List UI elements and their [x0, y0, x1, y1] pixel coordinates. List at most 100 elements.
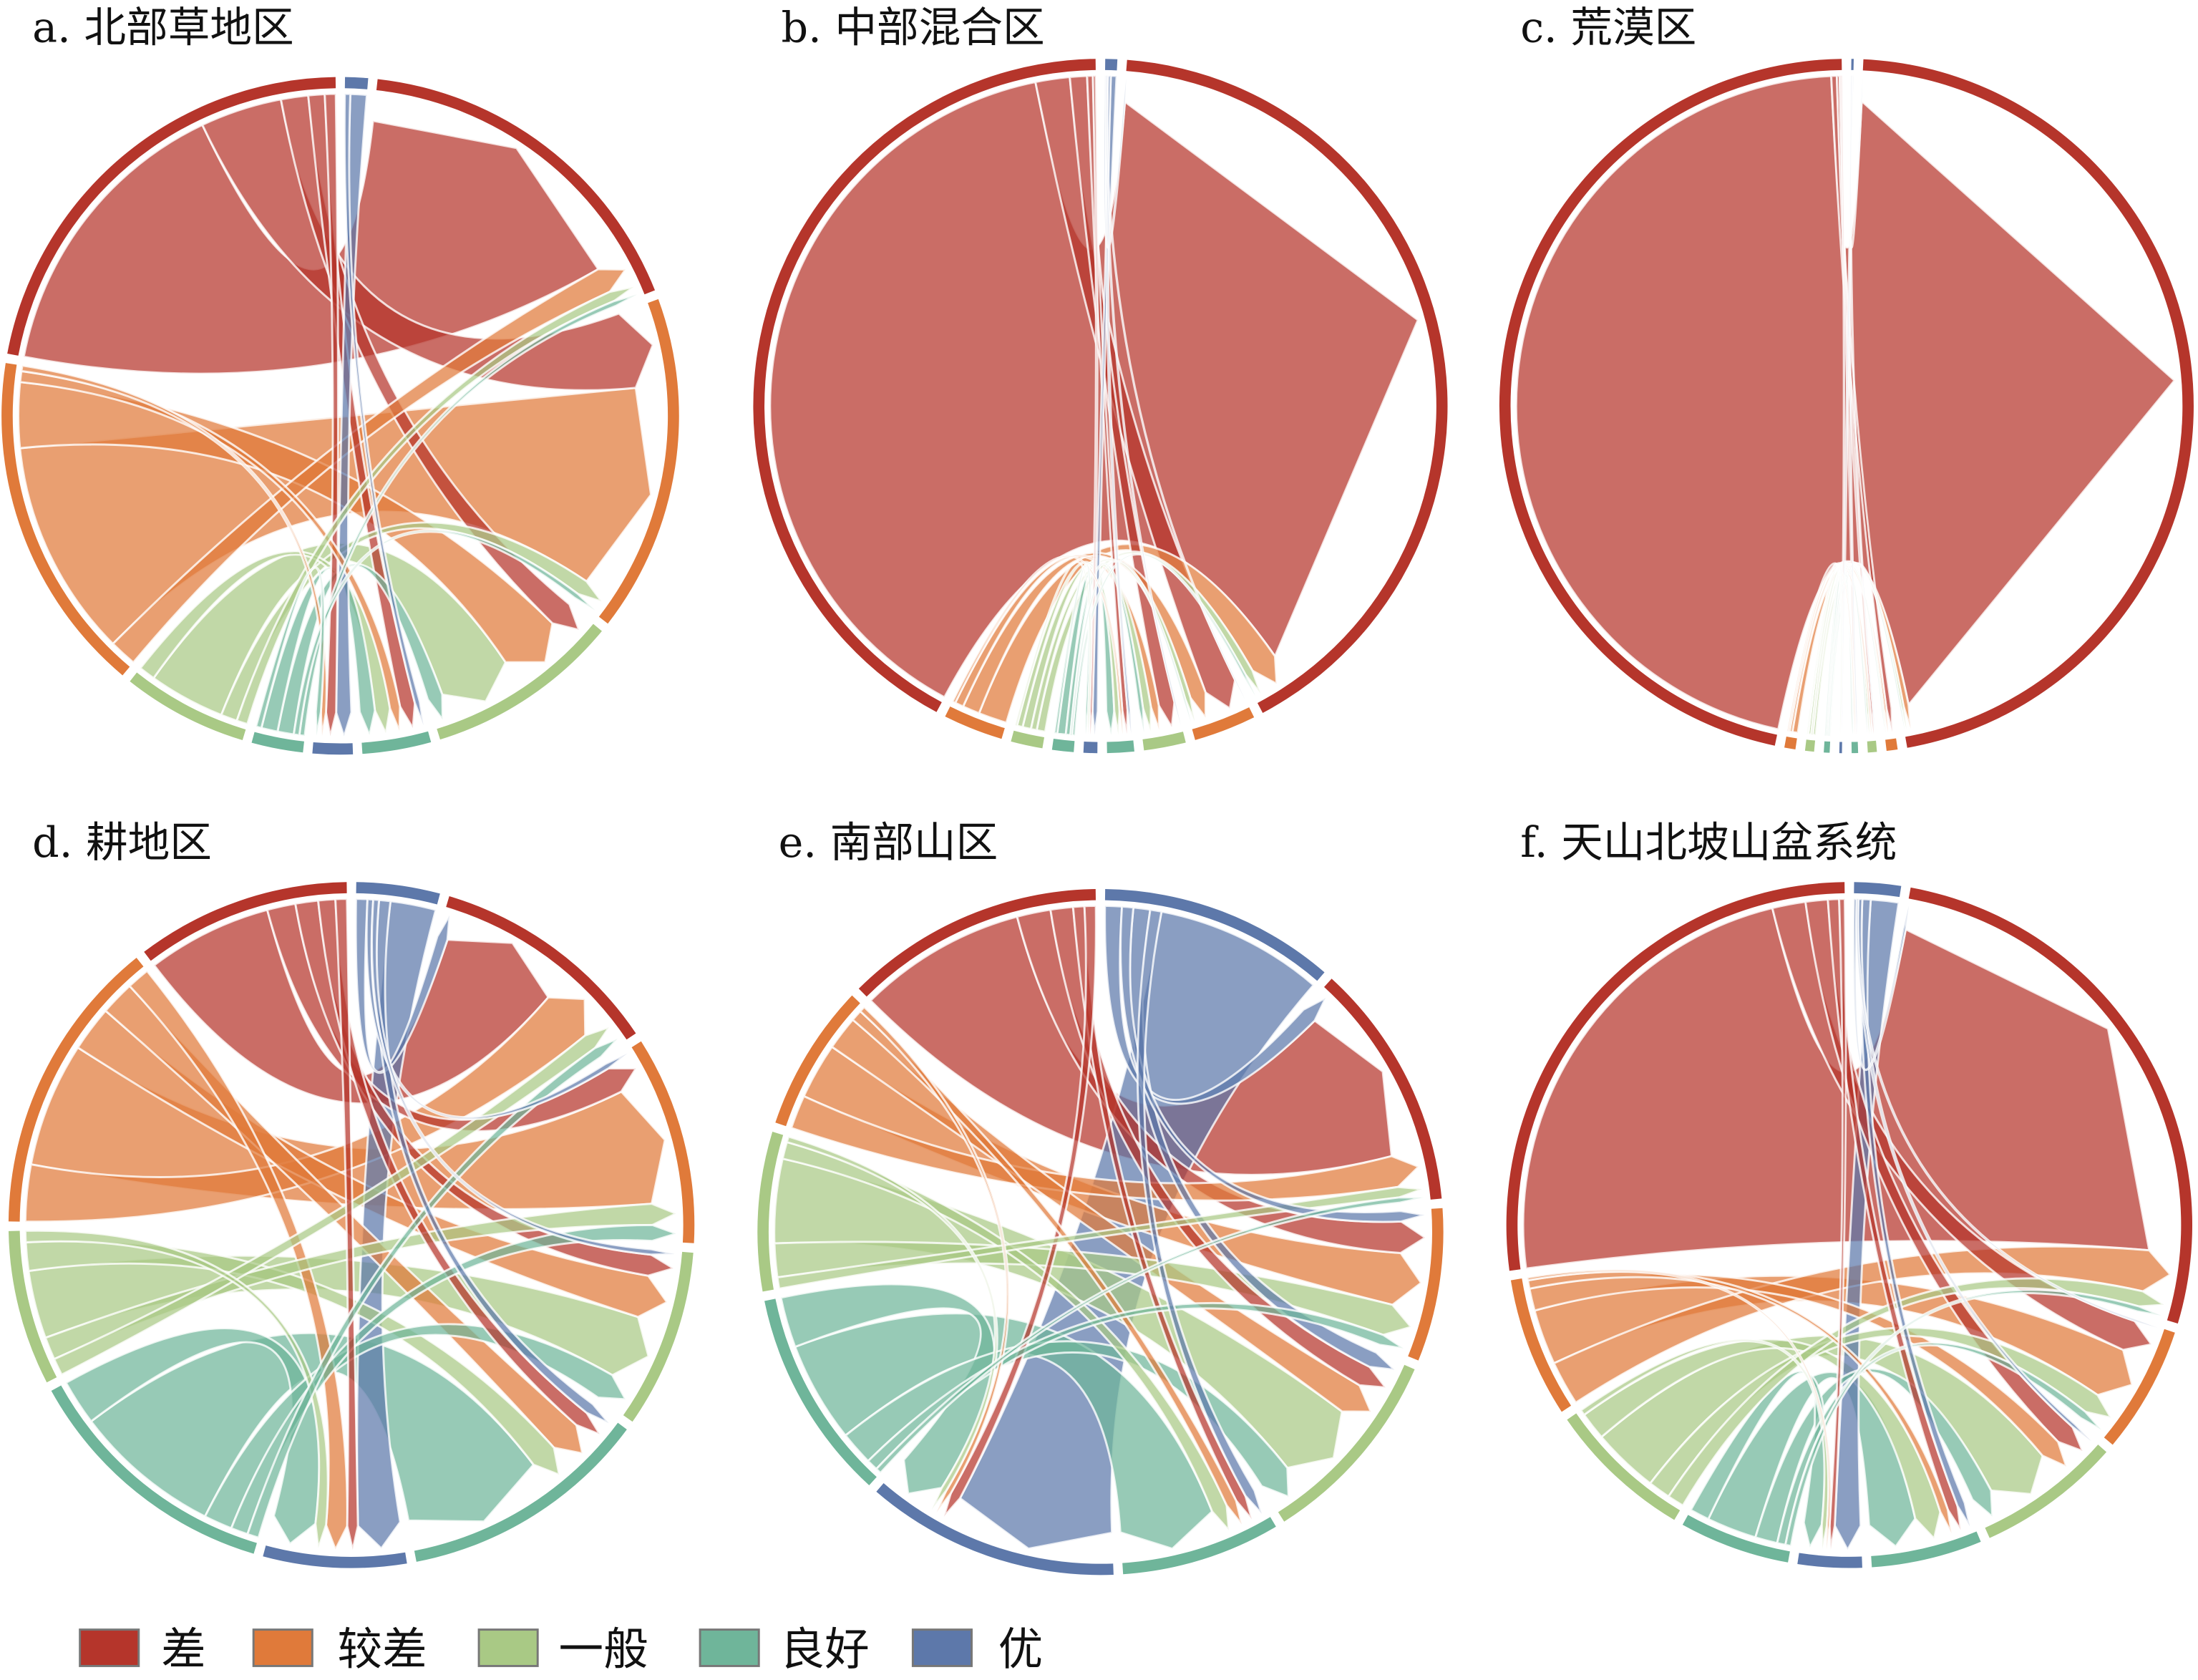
- chord-link-good-to-poor: [1784, 1288, 2162, 1548]
- legend-swatch-excellent: [911, 1628, 973, 1667]
- chord-panel-b: [753, 59, 1448, 754]
- chord-link-fair-poor-to-good: [951, 555, 1124, 734]
- legend-label-good: 良好: [780, 1623, 870, 1675]
- chord-link-moderate-to-poor: [235, 286, 635, 726]
- chord-link-good-to-poor: [1071, 553, 1257, 737]
- chord-panel-a: [1, 77, 679, 755]
- legend-swatch-moderate: [477, 1628, 539, 1667]
- chord-link-excellent-to-fair-poor: [1104, 74, 1247, 702]
- sector-arc-tgt-good: [414, 1422, 627, 1562]
- legend-label-poor: 差: [161, 1623, 206, 1675]
- chord-link-good-to-fair-poor: [866, 1301, 1404, 1471]
- chord-panel-c: [1499, 59, 2194, 754]
- sector-arc-src-moderate: [1567, 1413, 1681, 1520]
- sector-arc-src-moderate: [1011, 730, 1045, 749]
- sector-arc-tgt-fair-poor: [598, 298, 679, 624]
- chord-link-excellent-to-good: [1136, 908, 1263, 1515]
- sector-arc-src-moderate: [130, 672, 246, 741]
- chord-link-moderate-to-excellent: [1806, 563, 1843, 736]
- sector-arc-src-poor: [858, 889, 1096, 997]
- sector-arc-tgt-good: [1107, 740, 1134, 754]
- sector-arc-tgt-moderate: [1278, 1364, 1415, 1522]
- chord-link-good-to-moderate: [203, 1323, 628, 1530]
- chord-link-moderate-to-poor: [776, 1185, 1423, 1290]
- chord-link-good-to-poor: [245, 1037, 618, 1539]
- sector-arc-src-moderate: [8, 1230, 57, 1383]
- sector-arc-tgt-good: [361, 731, 432, 754]
- sector-arc-tgt-excellent: [263, 1545, 407, 1568]
- sector-arc-tgt-moderate: [623, 1251, 694, 1422]
- sector-arc-src-good: [1682, 1515, 1790, 1563]
- sector-arc-tgt-excellent: [1083, 742, 1098, 754]
- chord-link-good-to-excellent: [254, 566, 326, 736]
- chord-panel-f: [1506, 882, 2193, 1568]
- sector-arc-src-poor: [144, 882, 347, 961]
- sector-arc-src-fair-poor: [1510, 1278, 1572, 1412]
- sector-arc-src-fair-poor: [1784, 736, 1797, 749]
- chord-link-excellent-to-excellent: [335, 92, 369, 740]
- legend-swatch-good: [699, 1628, 760, 1667]
- chord-link-poor-to-excellent: [943, 904, 1097, 1518]
- sector-arc-tgt-poor: [1324, 979, 1442, 1200]
- sector-arc-src-fair-poor: [775, 995, 860, 1127]
- chord-link-fair-poor-to-excellent: [858, 1005, 1010, 1513]
- chord-link-moderate-to-excellent: [1013, 560, 1092, 735]
- sector-arc-tgt-fair-poor: [1192, 707, 1255, 740]
- sector-arc-tgt-excellent: [1839, 742, 1842, 754]
- chord-link-moderate-to-poor: [1667, 1277, 2168, 1507]
- sector-arc-src-moderate: [757, 1132, 784, 1292]
- sector-arc-tgt-fair-poor: [1885, 738, 1898, 751]
- sector-arc-tgt-excellent: [1797, 1553, 1862, 1568]
- chord-link-excellent-to-poor: [1103, 74, 1128, 249]
- sector-arc-tgt-moderate: [1867, 740, 1877, 753]
- sector-arc-src-excellent: [356, 882, 440, 905]
- sector-arc-src-excellent: [1104, 889, 1325, 981]
- sector-arc-src-good: [1824, 741, 1831, 753]
- sector-arc-src-excellent: [344, 77, 369, 89]
- chord-link-fair-poor-to-good: [851, 1009, 1243, 1525]
- legend-label-moderate: 一般: [559, 1623, 648, 1675]
- chord-link-excellent-to-fair-poor: [1855, 898, 2158, 1329]
- panel-title-e: e. 南部山区: [779, 818, 998, 867]
- chord-link-excellent-to-poor: [1852, 898, 1910, 1072]
- chord-panel-e: [757, 889, 1444, 1575]
- chord-link-good-to-moderate: [844, 1340, 1290, 1499]
- legend-label-excellent: 优: [998, 1623, 1044, 1675]
- legend-swatch-fair-poor: [252, 1628, 313, 1667]
- chord-link-excellent-to-moderate: [1849, 74, 1877, 734]
- chord-link-excellent-to-good: [343, 92, 425, 726]
- chord-link-good-to-good: [260, 566, 376, 739]
- chord-link-moderate-to-excellent: [785, 1135, 998, 1510]
- chord-link-poor-to-excellent: [1089, 74, 1099, 735]
- sector-arc-tgt-excellent: [876, 1483, 1114, 1575]
- chord-link-poor-to-poor: [1514, 74, 2177, 731]
- chord-link-moderate-to-fair-poor: [773, 1240, 1413, 1336]
- sector-arc-tgt-fair-poor: [1408, 1208, 1444, 1361]
- sector-arc-tgt-moderate: [1985, 1444, 2107, 1538]
- chord-link-excellent-to-good: [375, 898, 610, 1424]
- chord-link-good-to-fair-poor: [1827, 563, 1886, 737]
- sector-arc-src-excellent: [1851, 59, 1854, 70]
- chord-link-moderate-to-fair-poor: [1029, 558, 1196, 732]
- sector-arc-src-good: [51, 1385, 257, 1554]
- sector-arc-src-good: [764, 1298, 877, 1485]
- sector-arc-src-moderate: [1804, 739, 1816, 752]
- sector-arc-tgt-poor: [446, 896, 636, 1040]
- chord-link-moderate-to-fair-poor: [44, 1203, 679, 1361]
- legend-swatch-poor: [79, 1628, 140, 1667]
- panel-title-b: b. 中部混合区: [782, 4, 1045, 52]
- sector-arc-src-fair-poor: [945, 707, 1005, 739]
- chord-link-fair-poor-to-excellent: [1526, 1268, 1832, 1550]
- panel-title-a: a. 北部草地区: [32, 4, 294, 52]
- sector-arc-src-excellent: [1854, 882, 1902, 898]
- chord-link-poor-to-excellent: [324, 92, 339, 737]
- chord-panel-d: [8, 882, 695, 1568]
- sector-arc-tgt-good: [1871, 1531, 1981, 1568]
- chord-link-poor-to-excellent: [334, 898, 359, 1550]
- panel-title-f: f. 天山北坡山盆系统: [1520, 818, 1897, 867]
- chord-link-poor-to-excellent: [1828, 898, 1847, 1550]
- chord-link-moderate-to-poor: [52, 1025, 612, 1376]
- sector-arc-src-poor: [7, 77, 336, 356]
- panel-title-c: c. 荒漠区: [1520, 4, 1696, 52]
- legend: 差 较差 一般 良好 优: [79, 1623, 1044, 1675]
